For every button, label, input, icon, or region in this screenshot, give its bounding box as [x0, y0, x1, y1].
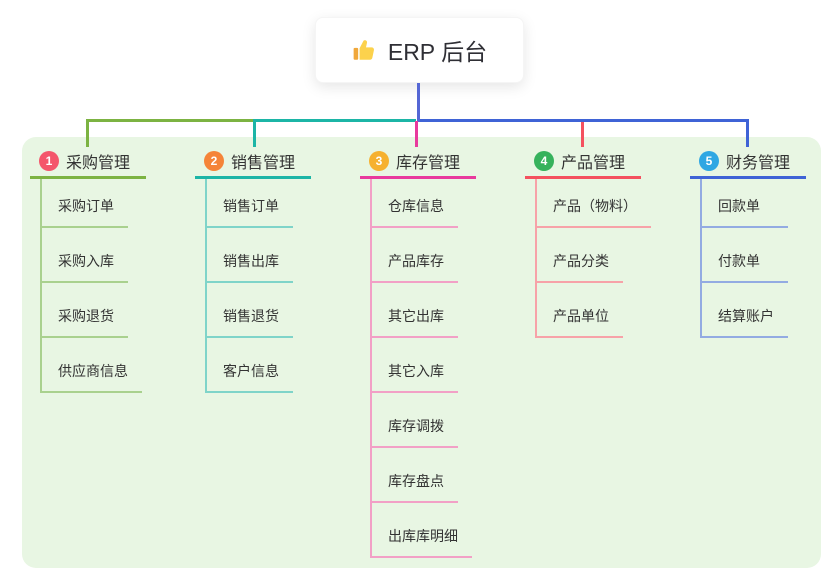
- thumbs-up-icon: [352, 37, 378, 63]
- leaf-label: 回款单: [718, 198, 760, 214]
- branch-child-connector: [40, 179, 42, 393]
- badge-5: 5: [699, 151, 719, 171]
- leaf-label: 结算账户: [718, 308, 774, 324]
- leaf-label: 销售订单: [223, 198, 279, 214]
- leaf-label: 采购退货: [58, 308, 114, 324]
- leaf-node[interactable]: 销售退货: [205, 283, 293, 338]
- leaf-node[interactable]: 结算账户: [700, 283, 788, 338]
- leaf-label: 出库库明细: [388, 528, 458, 544]
- mindmap-background-panel: [22, 137, 821, 568]
- root-trunk-line: [417, 83, 420, 122]
- leaf-node[interactable]: 付款单: [700, 228, 788, 283]
- leaf-label: 销售退货: [223, 308, 279, 324]
- branch-child-connector: [370, 179, 372, 558]
- root-node-label: ERP 后台: [387, 39, 488, 65]
- leaf-label: 客户信息: [223, 363, 279, 379]
- leaf-node[interactable]: 销售订单: [205, 173, 293, 228]
- leaf-node[interactable]: 出库库明细: [370, 503, 472, 558]
- root-node-erp[interactable]: ERP 后台: [315, 17, 524, 83]
- badge-1: 1: [39, 151, 59, 171]
- bus-segment-sales: [254, 119, 416, 122]
- leaf-label: 采购入库: [58, 253, 114, 269]
- leaf-label: 采购订单: [58, 198, 114, 214]
- leaf-node[interactable]: 库存盘点: [370, 448, 458, 503]
- branch-node-sales[interactable]: 2 销售管理: [195, 146, 311, 176]
- bus-segment-finance: [420, 119, 749, 122]
- branch-node-finance[interactable]: 5 财务管理: [690, 146, 806, 176]
- leaf-label: 库存调拨: [388, 418, 444, 434]
- drop-line-finance: [746, 119, 749, 147]
- branch-node-purchase[interactable]: 1 采购管理: [30, 146, 146, 176]
- leaf-label: 其它入库: [388, 363, 444, 379]
- drop-line-inventory: [415, 121, 418, 147]
- branch-label: 库存管理: [396, 155, 461, 172]
- leaf-label: 产品单位: [553, 308, 609, 324]
- branch-label: 销售管理: [231, 155, 296, 172]
- leaf-label: 产品库存: [388, 253, 444, 269]
- branch-label: 采购管理: [66, 155, 131, 172]
- leaf-label: 产品（物料）: [553, 198, 637, 214]
- leaf-node[interactable]: 库存调拨: [370, 393, 458, 448]
- branch-underline: [525, 176, 641, 179]
- leaf-node[interactable]: 产品（物料）: [535, 173, 651, 228]
- branch-child-connector: [700, 179, 702, 338]
- drop-line-purchase: [86, 119, 89, 147]
- branch-underline: [360, 176, 476, 179]
- leaf-label: 其它出库: [388, 308, 444, 324]
- leaf-node[interactable]: 产品库存: [370, 228, 458, 283]
- leaf-node[interactable]: 回款单: [700, 173, 788, 228]
- branch-underline: [195, 176, 311, 179]
- branch-underline: [690, 176, 806, 179]
- leaf-node[interactable]: 产品单位: [535, 283, 623, 338]
- leaf-node[interactable]: 供应商信息: [40, 338, 142, 393]
- drop-line-sales: [253, 119, 256, 147]
- leaf-node[interactable]: 其它入库: [370, 338, 458, 393]
- branch-node-inventory[interactable]: 3 库存管理: [360, 146, 476, 176]
- badge-2: 2: [204, 151, 224, 171]
- branch-node-product[interactable]: 4 产品管理: [525, 146, 641, 176]
- branch-label: 财务管理: [726, 155, 791, 172]
- badge-4: 4: [534, 151, 554, 171]
- leaf-label: 仓库信息: [388, 198, 444, 214]
- leaf-node[interactable]: 客户信息: [205, 338, 293, 393]
- branch-underline: [30, 176, 146, 179]
- leaf-node[interactable]: 销售出库: [205, 228, 293, 283]
- leaf-label: 供应商信息: [58, 363, 128, 379]
- leaf-label: 产品分类: [553, 253, 609, 269]
- leaf-node[interactable]: 产品分类: [535, 228, 623, 283]
- leaf-node[interactable]: 采购订单: [40, 173, 128, 228]
- leaf-node[interactable]: 采购退货: [40, 283, 128, 338]
- bus-segment-purchase: [86, 119, 254, 122]
- leaf-node[interactable]: 仓库信息: [370, 173, 458, 228]
- leaf-label: 库存盘点: [388, 473, 444, 489]
- leaf-label: 付款单: [718, 253, 760, 269]
- branch-child-connector: [205, 179, 207, 393]
- drop-line-product: [581, 122, 584, 147]
- leaf-node[interactable]: 其它出库: [370, 283, 458, 338]
- branch-label: 产品管理: [561, 155, 626, 172]
- leaf-label: 销售出库: [223, 253, 279, 269]
- badge-3: 3: [369, 151, 389, 171]
- leaf-node[interactable]: 采购入库: [40, 228, 128, 283]
- branch-child-connector: [535, 179, 537, 338]
